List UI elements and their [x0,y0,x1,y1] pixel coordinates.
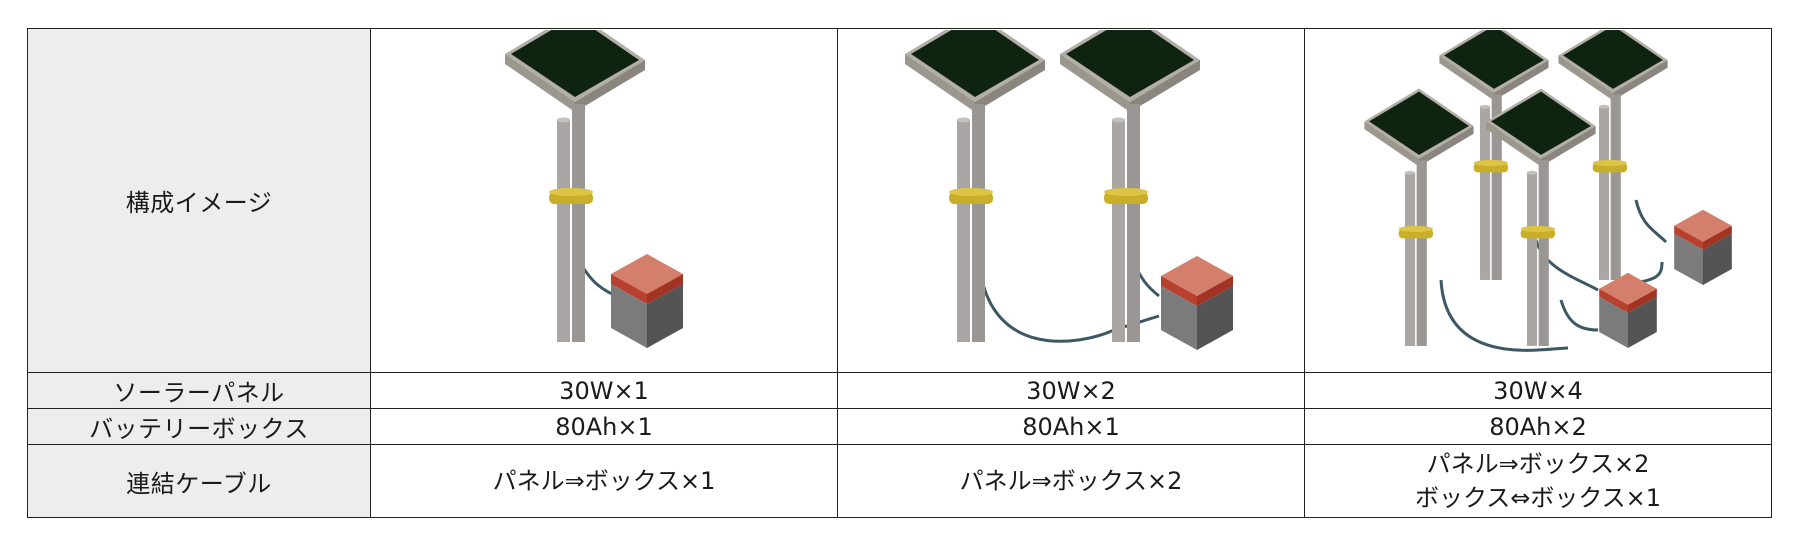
battery-box-row-label: バッテリーボックス [27,408,371,445]
battery-box-row: バッテリーボックス 80Ah×1 80Ah×1 80Ah×2 [27,408,1772,445]
battery-box-value-2: 80Ah×1 [837,408,1305,445]
cable-value-3: パネル⇒ボックス×2 ボックス⇔ボックス×1 [1304,444,1772,518]
configuration-image-4 [1304,28,1772,373]
cable-row: 連結ケーブル パネル⇒ボックス×1 パネル⇒ボックス×2 パネル⇒ボックス×2 … [27,444,1772,518]
solar-panel-value-1: 30W×1 [370,372,838,409]
spec-table: 構成イメージ [27,28,1772,518]
cable-row-label: 連結ケーブル [27,444,371,518]
cable-value-1: パネル⇒ボックス×1 [370,444,838,518]
image-row: 構成イメージ [27,28,1772,373]
cable-value-2: パネル⇒ボックス×2 [837,444,1305,518]
cable-line: パネル⇒ボックス×2 [959,467,1183,495]
battery-box-value-1: 80Ah×1 [370,408,838,445]
configuration-image-1 [370,28,838,373]
cable-line: ボックス⇔ボックス×1 [1414,484,1662,512]
solar-panel-row: ソーラーパネル 30W×1 30W×2 30W×4 [27,372,1772,409]
battery-box-value-3: 80Ah×2 [1304,408,1772,445]
cable-line: パネル⇒ボックス×1 [492,467,716,495]
configuration-image-2 [837,28,1305,373]
image-row-label: 構成イメージ [27,28,371,373]
solar-panel-value-3: 30W×4 [1304,372,1772,409]
cable-line: パネル⇒ボックス×2 [1426,450,1650,478]
solar-panel-value-2: 30W×2 [837,372,1305,409]
solar-panel-row-label: ソーラーパネル [27,372,371,409]
